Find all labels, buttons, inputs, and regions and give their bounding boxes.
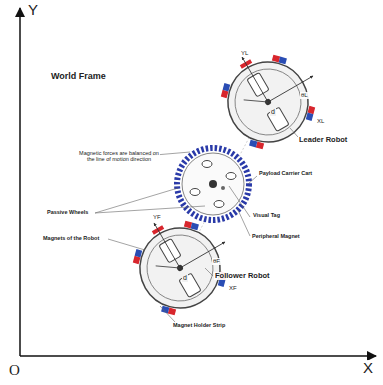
frame-title: World Frame xyxy=(50,72,107,82)
dimension-label: d xyxy=(182,274,188,282)
part-label: Payload Carrier Cart xyxy=(258,170,313,176)
axis-label: XF xyxy=(228,285,238,292)
axis-label: O xyxy=(8,362,21,379)
dimension-label: d xyxy=(270,108,276,116)
part-label: Magnet Holder Strip xyxy=(172,322,226,328)
y-axis xyxy=(19,8,21,356)
angle-label: θF xyxy=(212,258,221,265)
part-label: Passive Wheels xyxy=(46,209,89,215)
axis-label: Y xyxy=(27,2,39,19)
axis-label: XL xyxy=(316,118,325,125)
axis-label: YL xyxy=(240,50,249,57)
x-axis xyxy=(20,355,376,357)
note: Magnetic forces are balanced on the line… xyxy=(78,150,160,162)
part-label: Visual Tag xyxy=(252,212,281,218)
part-label: Peripheral Magnet xyxy=(251,233,301,239)
axis-label: YF xyxy=(152,214,162,221)
axis-label: X xyxy=(362,360,374,377)
part-label: Leader Robot xyxy=(298,136,348,144)
payload-cart xyxy=(177,148,249,220)
part-label: Follower Robot xyxy=(214,272,271,280)
part-label: Magnets of the Robot xyxy=(42,235,100,241)
angle-label: θL xyxy=(300,92,309,99)
